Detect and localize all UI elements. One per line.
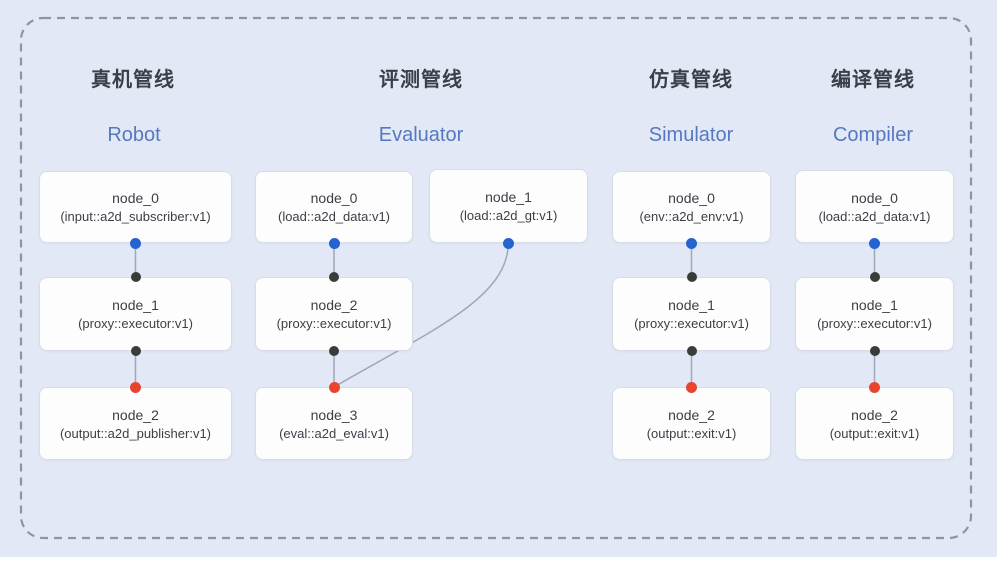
pipeline-title-en-compiler: Compiler bbox=[832, 124, 914, 146]
node-name: node_1 bbox=[851, 297, 898, 313]
node-type: (proxy::executor:v1) bbox=[78, 316, 193, 331]
node-compiler-1: node_1 (proxy::executor:v1) bbox=[795, 277, 954, 351]
port-dot-red-simulator bbox=[686, 381, 697, 393]
port-dot-blue-robot bbox=[130, 237, 141, 249]
port-dot-black-compiler-top bbox=[869, 272, 880, 282]
node-robot-1: node_1 (proxy::executor:v1) bbox=[39, 277, 232, 351]
pipeline-title-en-robot: Robot bbox=[107, 124, 161, 146]
node-type: (output::a2d_publisher:v1) bbox=[59, 425, 212, 441]
node-type: (load::a2d_gt:v1) bbox=[459, 208, 558, 223]
node-type: (proxy::executor:v1) bbox=[276, 316, 392, 331]
node-compiler-0: node_0 (load::a2d_data:v1) bbox=[795, 170, 954, 243]
port-dot-blue-evaluator-0 bbox=[328, 237, 340, 249]
node-simulator-2: node_2 (output::exit:v1) bbox=[612, 387, 771, 460]
port-dot-black-simulator-top bbox=[686, 272, 697, 282]
node-name: node_2 bbox=[668, 406, 715, 423]
pipeline-title-zh-simulator: 仿真管线 bbox=[649, 69, 733, 91]
node-evaluator-1: node_1 (load::a2d_gt:v1) bbox=[429, 169, 588, 243]
port-dot-black-simulator-bottom bbox=[686, 346, 697, 356]
node-name: node_0 bbox=[310, 190, 358, 206]
node-evaluator-2: node_2 (proxy::executor:v1) bbox=[255, 277, 413, 351]
node-type: (load::a2d_data:v1) bbox=[818, 208, 931, 224]
dashed-boundary bbox=[19, 16, 973, 540]
port-dot-black-robot-bottom bbox=[130, 346, 141, 356]
node-simulator-0: node_0 (env::a2d_env:v1) bbox=[612, 171, 771, 243]
node-robot-2: node_2 (output::a2d_publisher:v1) bbox=[39, 387, 232, 460]
pipeline-title-zh-evaluator: 评测管线 bbox=[379, 69, 463, 91]
pipeline-title-zh-compiler: 编译管线 bbox=[831, 69, 915, 91]
node-name: node_0 bbox=[112, 190, 159, 206]
node-name: node_2 bbox=[851, 406, 898, 423]
pipeline-title-en-simulator: Simulator bbox=[648, 124, 734, 146]
pipeline-title-en-evaluator: Evaluator bbox=[378, 124, 464, 146]
node-name: node_0 bbox=[668, 190, 715, 206]
node-evaluator-3: node_3 (eval::a2d_eval:v1) bbox=[255, 387, 413, 460]
node-type: (input::a2d_subscriber:v1) bbox=[60, 209, 211, 224]
node-name: node_1 bbox=[668, 297, 715, 313]
port-dot-red-evaluator bbox=[328, 381, 340, 393]
node-type: (eval::a2d_eval:v1) bbox=[279, 425, 389, 441]
port-dot-black-compiler-bottom bbox=[869, 346, 880, 356]
node-name: node_2 bbox=[112, 406, 159, 423]
port-dot-black-evaluator-bottom bbox=[329, 346, 339, 356]
node-evaluator-0: node_0 (load::a2d_data:v1) bbox=[255, 171, 413, 243]
port-dot-blue-simulator bbox=[686, 237, 697, 249]
node-type: (env::a2d_env:v1) bbox=[639, 209, 744, 224]
node-type: (output::exit:v1) bbox=[829, 425, 920, 441]
port-dot-red-compiler bbox=[869, 381, 880, 393]
connector-evaluator-1-3-curve bbox=[333, 242, 510, 388]
node-type: (proxy::executor:v1) bbox=[634, 316, 749, 331]
node-name: node_2 bbox=[310, 297, 358, 313]
port-dot-red-robot bbox=[130, 381, 141, 393]
node-name: node_1 bbox=[112, 297, 159, 313]
port-dot-blue-compiler bbox=[869, 237, 880, 249]
node-name: node_1 bbox=[485, 189, 532, 205]
port-dot-black-evaluator-top bbox=[329, 272, 339, 282]
node-simulator-1: node_1 (proxy::executor:v1) bbox=[612, 277, 771, 351]
node-name: node_3 bbox=[310, 406, 358, 423]
node-robot-0: node_0 (input::a2d_subscriber:v1) bbox=[39, 171, 232, 243]
port-dot-black-robot-top bbox=[130, 272, 141, 282]
node-type: (output::exit:v1) bbox=[646, 425, 737, 441]
port-dot-blue-evaluator-1 bbox=[503, 237, 514, 249]
node-compiler-2: node_2 (output::exit:v1) bbox=[795, 387, 954, 460]
pipeline-title-zh-robot: 真机管线 bbox=[91, 69, 175, 91]
node-type: (proxy::executor:v1) bbox=[817, 316, 932, 331]
node-name: node_0 bbox=[851, 189, 898, 206]
node-type: (load::a2d_data:v1) bbox=[277, 209, 391, 224]
